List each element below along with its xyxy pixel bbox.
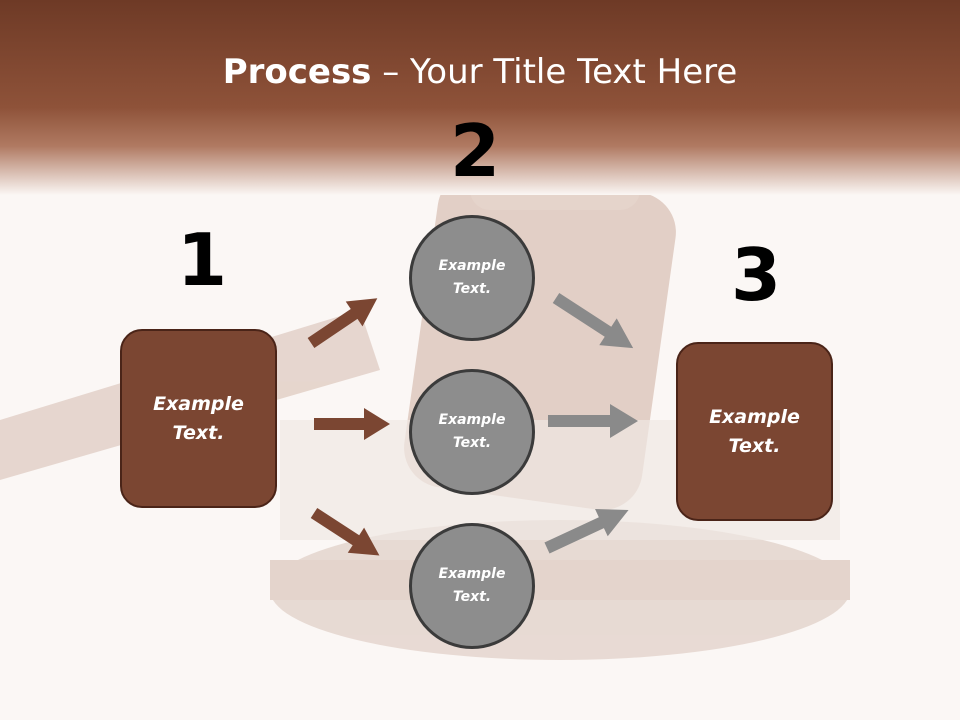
step-1-box: Example Text. — [120, 329, 277, 508]
step-2a-label: Example Text. — [438, 258, 506, 297]
step-3-box: Example Text. — [676, 342, 833, 521]
arrow-top-to-right — [552, 292, 634, 349]
step-2a-circle: Example Text. — [409, 215, 535, 341]
arrow-bottom-to-right — [544, 509, 629, 554]
arrow-left-to-bottom — [310, 507, 380, 556]
step-2c-label: Example Text. — [438, 566, 506, 605]
title-rest: – Your Title Text Here — [371, 52, 738, 92]
step-2b-label: Example Text. — [438, 412, 506, 451]
step-number-1: 1 — [177, 218, 228, 302]
step-number-2: 2 — [450, 109, 501, 193]
arrow-left-to-top — [307, 298, 378, 348]
arrow-middle-to-right — [548, 404, 638, 438]
step-1-label: Example Text. — [153, 392, 244, 444]
arrow-left-to-middle — [314, 408, 390, 440]
step-3-label: Example Text. — [709, 405, 800, 457]
step-2b-circle: Example Text. — [409, 369, 535, 495]
step-2c-circle: Example Text. — [409, 523, 535, 649]
slide-title: Process – Your Title Text Here — [0, 52, 960, 92]
step-number-3: 3 — [731, 233, 782, 317]
title-bold: Process — [222, 52, 372, 92]
